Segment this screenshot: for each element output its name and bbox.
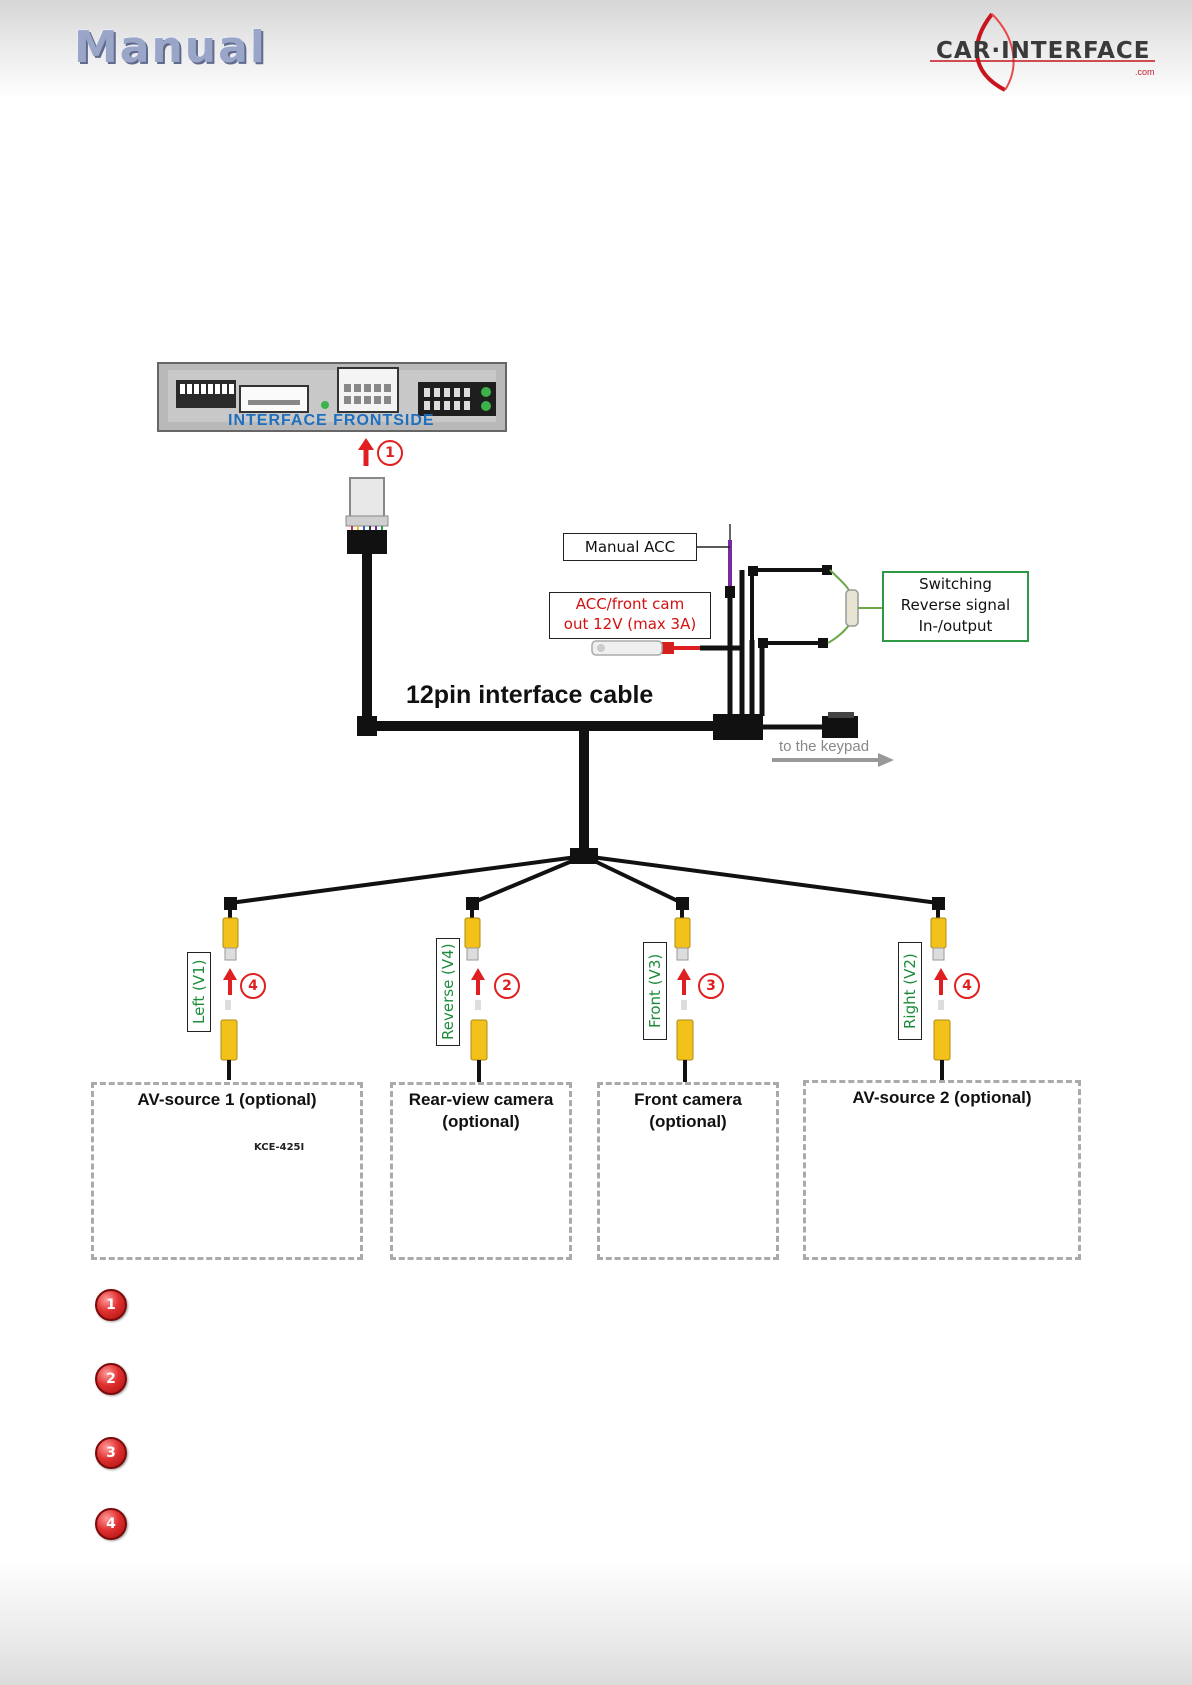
input-label-reverse: Reverse (V4): [436, 938, 460, 1046]
input-label-front: Front (V3): [643, 942, 667, 1040]
legend-step-2: 2: [95, 1363, 127, 1395]
main-cable: [357, 554, 832, 852]
step-marker-reverse: 2: [494, 973, 520, 999]
device-model-text: KCE-425I: [254, 1142, 305, 1153]
keypad-connector: [772, 712, 894, 767]
manual-acc-wire: [696, 524, 735, 598]
step-1-marker: 1: [377, 440, 403, 466]
device-front-camera: Front camera (optional): [597, 1082, 779, 1260]
logo-swoosh-icon: [930, 12, 1155, 92]
rca-column-1: [220, 897, 239, 1080]
footer-band: [0, 1560, 1192, 1685]
logo-sub: .com: [1135, 67, 1155, 77]
page-title: Manual: [74, 22, 267, 73]
device-title: AV-source 1 (optional): [137, 1090, 317, 1109]
input-label-left: Left (V1): [187, 952, 211, 1032]
switching-connector: [827, 569, 882, 644]
step-arrows: [223, 968, 948, 995]
legend-step-3: 3: [95, 1437, 127, 1469]
splitter: [229, 848, 939, 905]
rca-column-3: [674, 897, 694, 1082]
acc-front-line1: ACC/front cam: [575, 595, 685, 613]
rca-column-2: [464, 897, 488, 1082]
logo-text: CAR·INTERFACE: [936, 38, 1151, 64]
rca-column-4: [930, 897, 951, 1082]
12pin-plug: [345, 477, 389, 554]
step-marker-right: 4: [954, 973, 980, 999]
acc-front-line2: out 12V (max 3A): [563, 615, 697, 633]
device-av-source-2: AV-source 2 (optional): [803, 1080, 1081, 1260]
switching-line2: Reverse signal: [900, 596, 1011, 614]
rca-connectors: [220, 897, 951, 1082]
device-title: AV-source 2 (optional): [852, 1088, 1032, 1107]
acc-front-label: ACC/front cam out 12V (max 3A): [549, 592, 711, 639]
legend-step-1: 1: [95, 1289, 127, 1321]
step-marker-front: 3: [698, 973, 724, 999]
switching-label: Switching Reverse signal In-/output: [882, 571, 1029, 642]
switching-line1: Switching: [919, 575, 992, 593]
interface-unit: [157, 362, 507, 432]
device-title: Front camera (optional): [634, 1090, 742, 1131]
switching-line3: In-/output: [918, 617, 993, 635]
device-rear-camera: Rear-view camera (optional): [390, 1082, 572, 1260]
device-title: Rear-view camera (optional): [408, 1090, 554, 1131]
input-label-right: Right (V2): [898, 942, 922, 1040]
manual-acc-label: Manual ACC: [563, 533, 697, 561]
brand-logo: CAR·INTERFACE .com: [930, 12, 1160, 94]
step-marker-left: 4: [240, 973, 266, 999]
cable-label: 12pin interface cable: [406, 681, 654, 709]
legend-step-4: 4: [95, 1508, 127, 1540]
device-av-source-1: AV-source 1 (optional) KCE-425I: [91, 1082, 363, 1260]
keypad-label: to the keypad: [779, 738, 870, 755]
step-1-arrow: [358, 438, 374, 466]
interface-label: INTERFACE FRONTSIDE: [228, 412, 435, 429]
acc-red-wire: [591, 640, 742, 656]
